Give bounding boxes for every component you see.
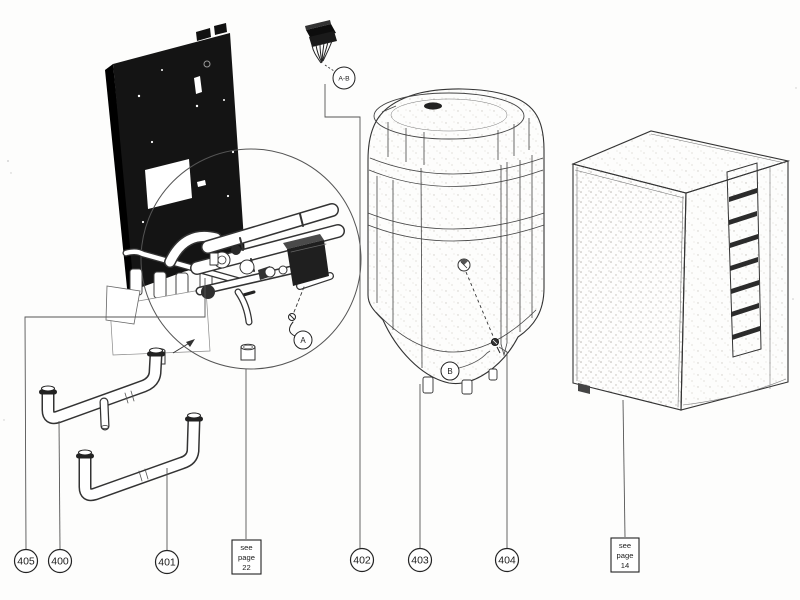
- detail-ref-b: B: [440, 350, 491, 381]
- note-14-line2: page: [617, 551, 634, 560]
- detail-ref-a: A: [293, 330, 313, 350]
- callout-402: 402: [349, 547, 375, 573]
- callout-403: 403: [407, 547, 433, 573]
- sensor-screw-b: [490, 337, 501, 354]
- tank-fitting: [457, 258, 471, 272]
- callouts: 405 400 401 402 403 404: [13, 547, 520, 575]
- note-see-page-22: see page 22: [231, 539, 262, 575]
- note-22-line3: 22: [242, 563, 250, 572]
- detail-ref-b-label: B: [447, 367, 452, 376]
- scan-noise: [3, 87, 797, 421]
- detail-ref-a-label: A: [300, 336, 306, 345]
- note-14-line1: see: [619, 541, 631, 550]
- actuator-box: [283, 234, 329, 286]
- callout-403-label: 403: [411, 555, 429, 567]
- callout-401: 401: [154, 549, 180, 575]
- note-14-line3: 14: [621, 561, 629, 570]
- note-see-page-14: see page 14: [610, 537, 640, 573]
- callout-404-label: 404: [498, 555, 516, 567]
- manifold-assembly: A: [122, 203, 345, 350]
- callout-401-label: 401: [158, 557, 176, 569]
- callout-402-label: 402: [353, 555, 371, 567]
- connector-wires: [311, 40, 333, 64]
- sensor-screw-a: [288, 286, 305, 337]
- detail-ref-ab: A-B: [332, 66, 356, 90]
- wiring-connector: A-B: [305, 20, 356, 90]
- note-22-line2: page: [238, 553, 255, 562]
- callout-400: 400: [47, 548, 73, 574]
- leader-lines: [24, 84, 626, 550]
- note-22-line1: see: [240, 543, 252, 552]
- panel-opening: [145, 159, 192, 209]
- storage-tank: B: [367, 88, 545, 395]
- louver-strip: [726, 162, 762, 358]
- callout-400-label: 400: [51, 556, 69, 568]
- callout-404: 404: [494, 547, 520, 573]
- pipe-assembly-lower: [76, 412, 203, 502]
- outdoor-cabinet: [571, 130, 791, 411]
- panel-bottom-tray: [105, 285, 211, 356]
- detail-circle: [140, 148, 362, 370]
- assembly-arrow: [172, 339, 195, 354]
- callout-405-label: 405: [17, 556, 35, 568]
- callout-405: 405: [13, 548, 39, 574]
- pipe-assembly-upper: [39, 347, 165, 431]
- detail-ref-ab-label: A-B: [338, 76, 350, 83]
